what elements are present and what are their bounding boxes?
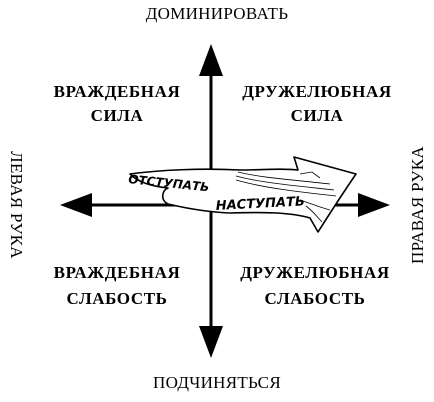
- right-arrowhead: [358, 193, 390, 217]
- right-hand-label: ПРАВАЯ РУКА: [408, 146, 427, 264]
- quadrant-top-right-line2: СИЛА: [291, 106, 344, 125]
- dominate-label: ДОМИНИРОВАТЬ: [146, 4, 289, 23]
- up-arrowhead: [199, 44, 223, 76]
- quadrant-top-right-line1: ДРУЖЕЛЮБНАЯ: [242, 82, 391, 101]
- down-arrowhead: [199, 326, 223, 358]
- advance-label: НАСТУПАТЬ: [215, 194, 305, 214]
- quadrant-top-right: ДРУЖЕЛЮБНАЯ СИЛА: [242, 82, 391, 125]
- quadrant-bottom-left: ВРАЖДЕБНАЯ СЛАБОСТЬ: [54, 263, 181, 308]
- quadrant-top-left-line2: СИЛА: [91, 106, 144, 125]
- quadrant-bottom-right-line1: ДРУЖЕЛЮБНАЯ: [240, 263, 389, 282]
- quadrant-top-left: ВРАЖДЕБНАЯ СИЛА: [54, 82, 181, 125]
- submit-label: ПОДЧИНЯТЬСЯ: [153, 373, 281, 392]
- quadrant-top-left-line1: ВРАЖДЕБНАЯ: [54, 82, 181, 101]
- left-hand-label: ЛЕВАЯ РУКА: [7, 151, 26, 259]
- movement-arrow-outline: [129, 156, 357, 233]
- quadrant-bottom-right-line2: СЛАБОСТЬ: [264, 289, 365, 308]
- left-arrowhead: [60, 193, 92, 217]
- quadrant-bottom-left-line1: ВРАЖДЕБНАЯ: [54, 263, 181, 282]
- quadrant-bottom-right: ДРУЖЕЛЮБНАЯ СЛАБОСТЬ: [240, 263, 389, 308]
- quadrant-bottom-left-line2: СЛАБОСТЬ: [66, 289, 167, 308]
- movement-arrow: [129, 156, 357, 233]
